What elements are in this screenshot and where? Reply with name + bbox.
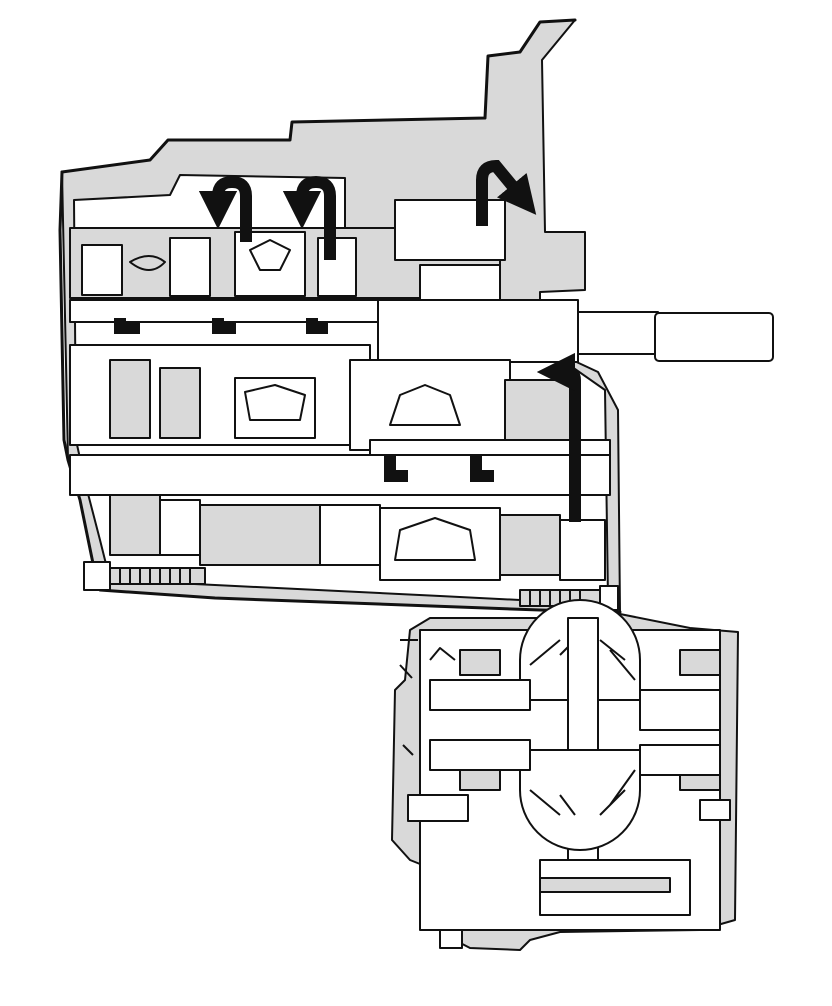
output-shaft xyxy=(377,299,774,363)
oil-flow-arrow-4 xyxy=(536,352,581,522)
oil-flow-arrow-1 xyxy=(198,175,252,242)
oil-flow-arrow-7 xyxy=(114,318,328,334)
callout-ticks xyxy=(399,664,414,756)
oil-flow-arrow-5 xyxy=(384,456,408,482)
differential-assembly xyxy=(400,599,731,931)
main-shaft xyxy=(69,454,611,581)
oil-flow-arrows xyxy=(114,159,581,522)
oil-flow-arrow-6 xyxy=(470,456,494,482)
oil-flow-arrow-3 xyxy=(476,159,537,226)
oil-flow-arrow-2 xyxy=(282,175,336,260)
